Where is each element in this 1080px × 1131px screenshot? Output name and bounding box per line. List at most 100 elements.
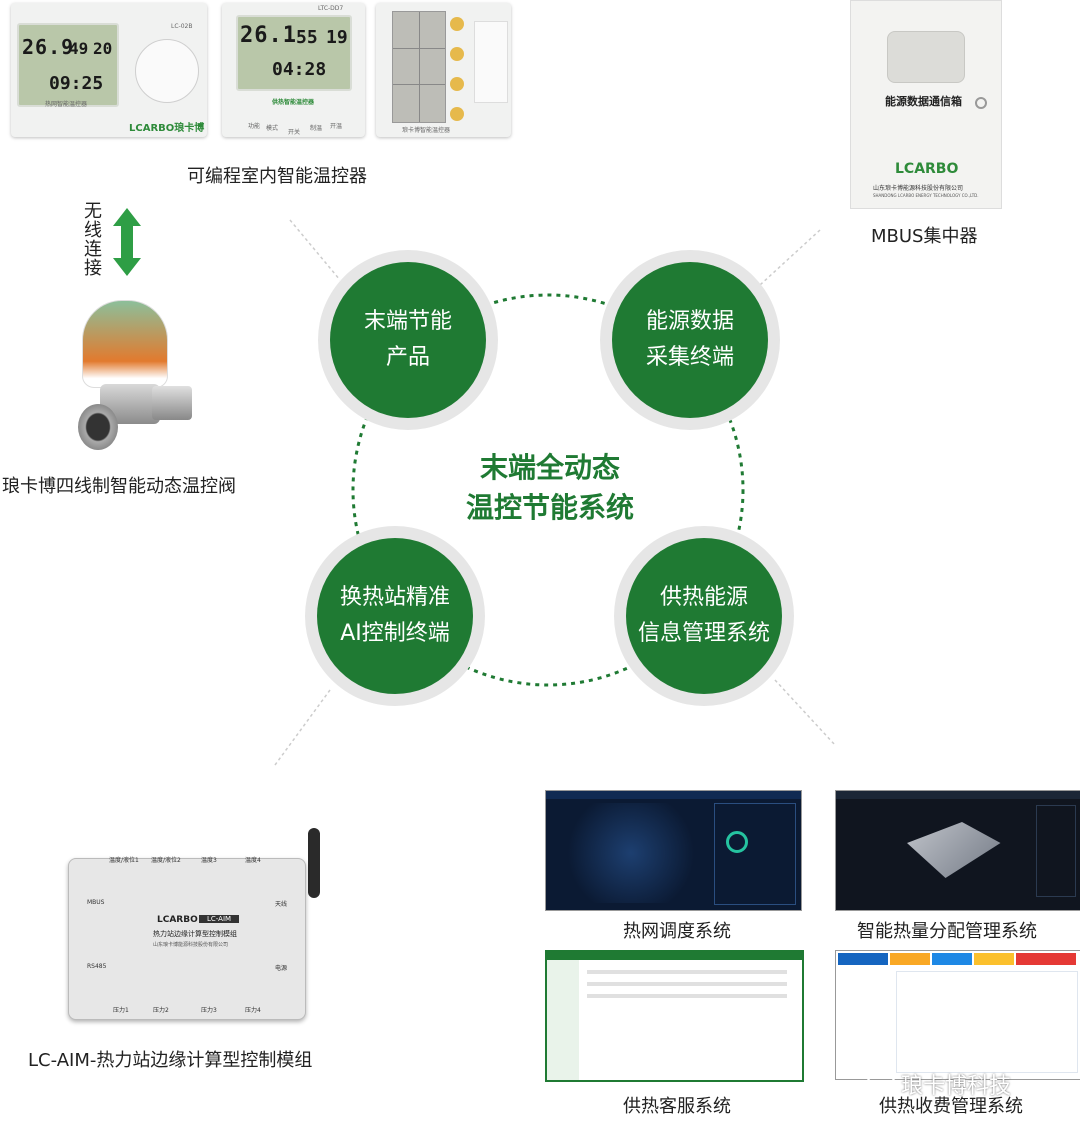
port-right-antenna: 天线 [275,901,288,908]
wireless-label: 无线连接 [84,202,106,278]
node-data-terminal-line2: 采集终端 [645,345,734,370]
port-bottom-4: 压力4 [245,1007,261,1014]
watermark: 琅卡博科技 [866,1068,1011,1100]
node-data-terminal[interactable]: 能源数据 采集终端 [600,250,780,430]
screenshot-customer-service [545,950,804,1082]
port-top-3: 温度3 [201,857,217,864]
port-bottom-2: 压力2 [153,1007,169,1014]
port-right-power: 电源 [275,965,288,972]
thermostat-2-screen: 26.1 55 19 04:28 [236,15,352,91]
center-title: 末端全动态 温控节能系统 [440,448,660,528]
concentrator-lock-icon[interactable] [975,97,987,109]
thermostat-2-button-1[interactable]: 功能 [248,123,261,130]
node-data-terminal-line1: 能源数据 [645,309,734,334]
thermostat-1-model: LC-02B [171,23,193,30]
thermostat-3-screen [392,11,446,123]
thermostat-1-humidity: 49 [69,39,89,58]
thermostat-2-temp: 26.1 [240,23,297,48]
valve-pipe [78,404,118,450]
thermostat-3: 琅卡博智能温控器 [376,3,511,137]
port-top-1: 温度/液位1 [109,857,139,864]
valve-outlet [152,386,192,420]
module-caption: LC-AIM-热力站边缘计算型控制模组 [28,1050,313,1071]
screenshot-heat-allocation [835,790,1080,911]
connector-mbus [759,229,821,286]
thermostat-2-time: 04:28 [272,59,327,80]
concentrator-company: 山东琅卡博能源科技股份有限公司 [873,185,964,192]
mbus-caption: MBUS集中器 [871,226,978,247]
antenna [308,828,320,898]
port-top-4: 温度4 [245,857,261,864]
port-left-rs485: RS485 [87,963,107,970]
thermostat-3-label: 琅卡博智能温控器 [402,127,451,134]
port-left-mbus: MBUS [87,899,105,906]
thermostat-caption: 可编程室内智能温控器 [187,166,367,187]
thermostat-2-label: 供热智能温控器 [272,99,315,106]
customer-service-caption: 供热客服系统 [623,1096,731,1117]
node-end-products[interactable]: 末端节能 产品 [318,250,498,430]
connector-software [774,679,836,746]
connector-thermostat [289,219,341,281]
double-arrow-icon [113,208,141,276]
thermostat-3-button-4[interactable] [450,107,464,121]
port-bottom-1: 压力1 [113,1007,129,1014]
concentrator-brand: LCARBO [895,161,959,177]
wireless-label-text: 无线连接 [84,201,102,279]
port-top-2: 温度/液位2 [151,857,181,864]
thermostat-1-setpoint: 20 [93,39,113,58]
concentrator-window [887,31,965,83]
center-dashed-circle [351,293,745,687]
thermostat-3-button-2[interactable] [450,47,464,61]
thermostat-2-button-5[interactable]: 开温 [330,123,343,130]
module-body: 温度/液位1 温度/液位2 温度3 温度4 MBUS RS485 天线 电源 L… [68,857,306,1020]
concentrator-company-en: SHANDONG LCARBO ENERGY TECHNOLOGY CO.,LT… [873,193,979,198]
thermostat-3-button-1[interactable] [450,17,464,31]
node-info-system-line1: 供热能源 [659,585,748,610]
thermostat-1-time: 09:25 [49,73,104,94]
thermostat-1-screen: 26.9 49 20 09:25 [17,23,119,107]
screenshot-heat-dispatch [545,790,802,911]
thermostat-3-button-3[interactable] [450,77,464,91]
wechat-icon [866,1073,896,1095]
thermostat-1-dial[interactable] [135,39,199,103]
valve-caption: 琅卡博四线制智能动态温控阀 [2,476,236,497]
thermostat-1: 26.9 49 20 09:25 热网智能温控器 LC-02B LCARBO琅卡… [11,3,207,137]
thermostat-3-panel [474,21,508,103]
thermostat-2-setpoint: 19 [326,27,348,48]
center-title-line1: 末端全动态 [479,451,620,484]
thermostat-1-brand: LCARBO琅卡博 [129,123,205,134]
thermostat-2-button-3[interactable]: 开关 [288,129,301,136]
thermostat-2-button-4[interactable]: 制温 [310,125,323,132]
port-bottom-3: 压力3 [201,1007,217,1014]
module-name: 热力站边缘计算型控制模组 [153,930,237,938]
thermostat-2-humidity: 55 [296,27,318,48]
module-brand: LCARBO [157,915,198,925]
module-model: LC-AIM [199,915,240,923]
heat-allocation-caption: 智能热量分配管理系统 [857,921,1037,942]
thermostat-1-temp: 26.9 [22,35,75,59]
node-ai-terminal[interactable]: 换热站精准 AI控制终端 [305,526,485,706]
mbus-concentrator: 能源数据通信箱 LCARBO 山东琅卡博能源科技股份有限公司 SHANDONG … [850,0,1002,209]
node-end-products-line1: 末端节能 [363,309,452,334]
node-ai-terminal-line2: AI控制终端 [340,621,450,646]
connector-module [274,689,331,766]
thermostat-2: 26.1 55 19 04:28 LTC-DD7 供热智能温控器 功能 模式 开… [222,3,365,137]
valve-head [82,300,168,388]
node-end-products-line2: 产品 [385,345,430,370]
screenshot-billing [835,950,1080,1080]
center-title-line2: 温控节能系统 [465,491,634,524]
billing-caption: 供热收费管理系统 [879,1096,1023,1117]
node-info-system[interactable]: 供热能源 信息管理系统 [614,526,794,706]
concentrator-box-title: 能源数据通信箱 [885,95,962,108]
smart-valve [78,300,194,456]
thermostat-2-model: LTC-DD7 [318,5,344,12]
thermostat-2-button-2[interactable]: 模式 [266,125,279,132]
module-company: 山东琅卡博能源科技股份有限公司 [153,942,229,948]
aim-module: 温度/液位1 温度/液位2 温度3 温度4 MBUS RS485 天线 电源 L… [60,828,330,1024]
node-info-system-line2: 信息管理系统 [637,621,770,646]
thermostat-1-label: 热网智能温控器 [45,101,88,108]
node-ai-terminal-line1: 换热站精准 [339,585,450,610]
heat-dispatch-caption: 热网调度系统 [623,921,731,942]
watermark-text: 琅卡博科技 [901,1074,1012,1099]
